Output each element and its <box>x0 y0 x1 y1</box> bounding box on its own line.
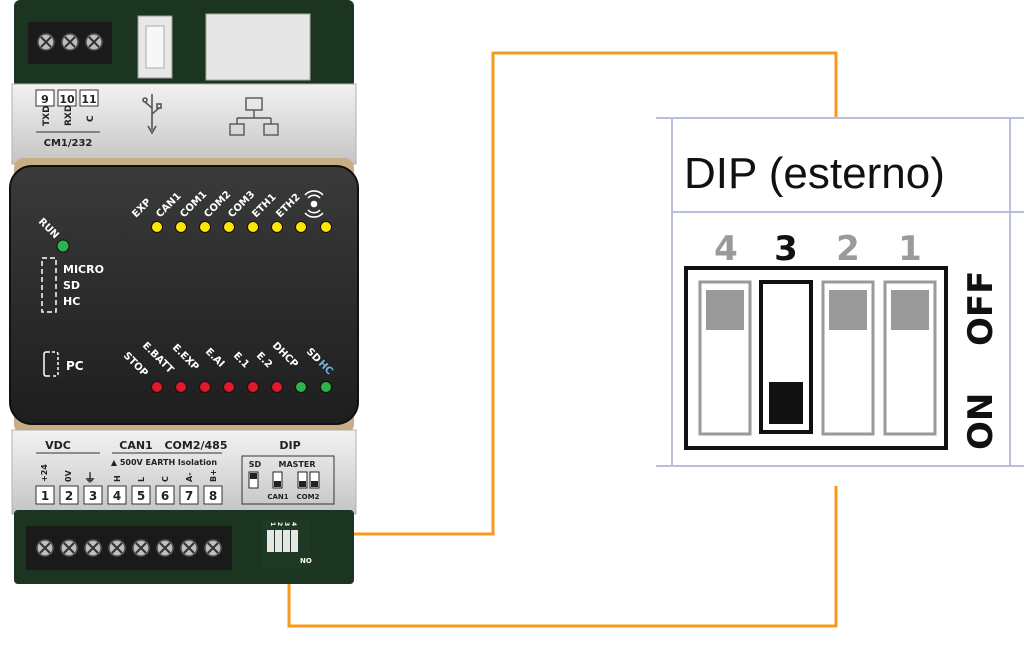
usb-icon <box>142 94 162 135</box>
storage-slot: MICRO SD HC <box>41 257 104 313</box>
terminal-signal-labels: +24 0V ⏚ H L C A- B+ <box>40 464 218 485</box>
led-sd <box>320 381 332 393</box>
dip-zoom-title: DIP (esterno) <box>684 149 945 198</box>
switch-number-2: 2 <box>836 229 860 269</box>
can1-header: CAN1 <box>119 439 152 452</box>
terminal-number-11: 11 <box>81 93 96 106</box>
terminal-number-4: 4 <box>113 489 121 503</box>
led-exp <box>151 221 163 233</box>
dip-mode-master: MASTER <box>279 460 316 469</box>
terminal-number-7: 7 <box>185 489 193 503</box>
top-screw-terminals <box>37 33 103 51</box>
vdc-header: VDC <box>45 439 71 452</box>
small-dip-on-label: NO <box>300 557 312 565</box>
pc-label: PC <box>66 359 84 373</box>
signal-plus24: +24 <box>40 464 49 482</box>
off-label: OFF <box>961 271 1001 346</box>
switch-number-3: 3 <box>774 229 798 269</box>
terminal-number-1: 1 <box>41 489 49 503</box>
connection-wire-top <box>344 51 838 536</box>
wireless-icon <box>304 190 324 218</box>
dip-mode-can1: CAN1 <box>267 493 288 501</box>
led-eth1 <box>271 221 283 233</box>
small-dip-num-4: 4 <box>290 522 297 526</box>
signal-c-com: C <box>161 476 170 482</box>
dip-zoom-panel: DIP (esterno) 4 3 2 1 OFF ON <box>656 117 1024 467</box>
dip-switch-2 <box>821 280 875 436</box>
led-can1 <box>175 221 187 233</box>
bottom-screw-terminals <box>36 539 222 557</box>
network-icon <box>229 97 279 136</box>
terminal-number-6: 6 <box>161 489 169 503</box>
led-stop <box>151 381 163 393</box>
led-com1 <box>199 221 211 233</box>
storage-label-sd: SD <box>63 279 80 292</box>
pc-port: PC <box>43 351 84 377</box>
signal-c: C <box>86 115 96 122</box>
dip-switch-3-lever <box>769 382 803 424</box>
dip-switch-1 <box>883 280 937 436</box>
com-header: COM2/485 <box>164 439 227 452</box>
led-run <box>56 239 70 253</box>
terminal-number-10: 10 <box>59 93 75 106</box>
signal-txd: TXD <box>42 105 52 126</box>
connection-wire-bottom <box>287 486 838 628</box>
switch-number-1: 1 <box>898 229 922 269</box>
terminal-number-3: 3 <box>89 489 97 503</box>
isolation-note: ▲ 500V EARTH Isolation <box>111 458 217 467</box>
signal-h: H <box>113 475 122 482</box>
led-eai <box>223 381 235 393</box>
signal-0v: 0V <box>64 469 73 482</box>
signal-a-minus: A- <box>185 472 194 482</box>
signal-ground: ⏚ <box>84 471 96 485</box>
terminal-number-8: 8 <box>209 489 217 503</box>
dip-switch-2-lever <box>829 290 867 330</box>
led-ebatt <box>175 381 187 393</box>
small-dip-num-3: 3 <box>283 522 290 526</box>
led-wireless <box>320 221 332 233</box>
signal-l: L <box>137 477 146 482</box>
led-dhcp <box>295 381 307 393</box>
terminal-numbers: 1 2 3 4 5 6 7 8 <box>35 485 223 505</box>
led-e2 <box>271 381 283 393</box>
terminal-number-2: 2 <box>65 489 73 503</box>
signal-b-plus: B+ <box>209 469 218 482</box>
signal-rxd: RXD <box>64 105 74 126</box>
dip-header: DIP <box>279 439 300 452</box>
dip-switch-4-lever <box>706 290 744 330</box>
small-dip-switch: 1 2 3 4 NO <box>262 520 312 568</box>
small-dip-num-2: 2 <box>276 522 283 526</box>
terminal-number-5: 5 <box>137 489 145 503</box>
cm1-232-label: CM1/232 <box>44 138 93 149</box>
led-eth2 <box>295 221 307 233</box>
terminal-number-9: 9 <box>41 93 49 106</box>
storage-label-hc: HC <box>63 295 80 308</box>
dip-mode-sd: SD <box>249 460 262 469</box>
dip-mode-com2: COM2 <box>297 493 320 501</box>
cm1-terminal-labels: 9 10 11 TXD RXD C CM1/232 <box>35 89 100 149</box>
dip-mode-legend: SD MASTER CAN1 COM2 <box>241 455 335 505</box>
ethernet-port <box>205 13 311 81</box>
switch-number-4: 4 <box>714 229 738 269</box>
led-com2 <box>223 221 235 233</box>
dip-switch-4 <box>698 280 752 436</box>
storage-label-micro: MICRO <box>63 263 104 276</box>
small-dip-num-1: 1 <box>269 522 276 526</box>
led-com3 <box>247 221 259 233</box>
controller-device: 9 10 11 TXD RXD C CM1/232 <box>9 0 359 584</box>
led-e1 <box>247 381 259 393</box>
led-eexp <box>199 381 211 393</box>
on-label: ON <box>961 393 1001 450</box>
dip-switch-1-lever <box>891 290 929 330</box>
